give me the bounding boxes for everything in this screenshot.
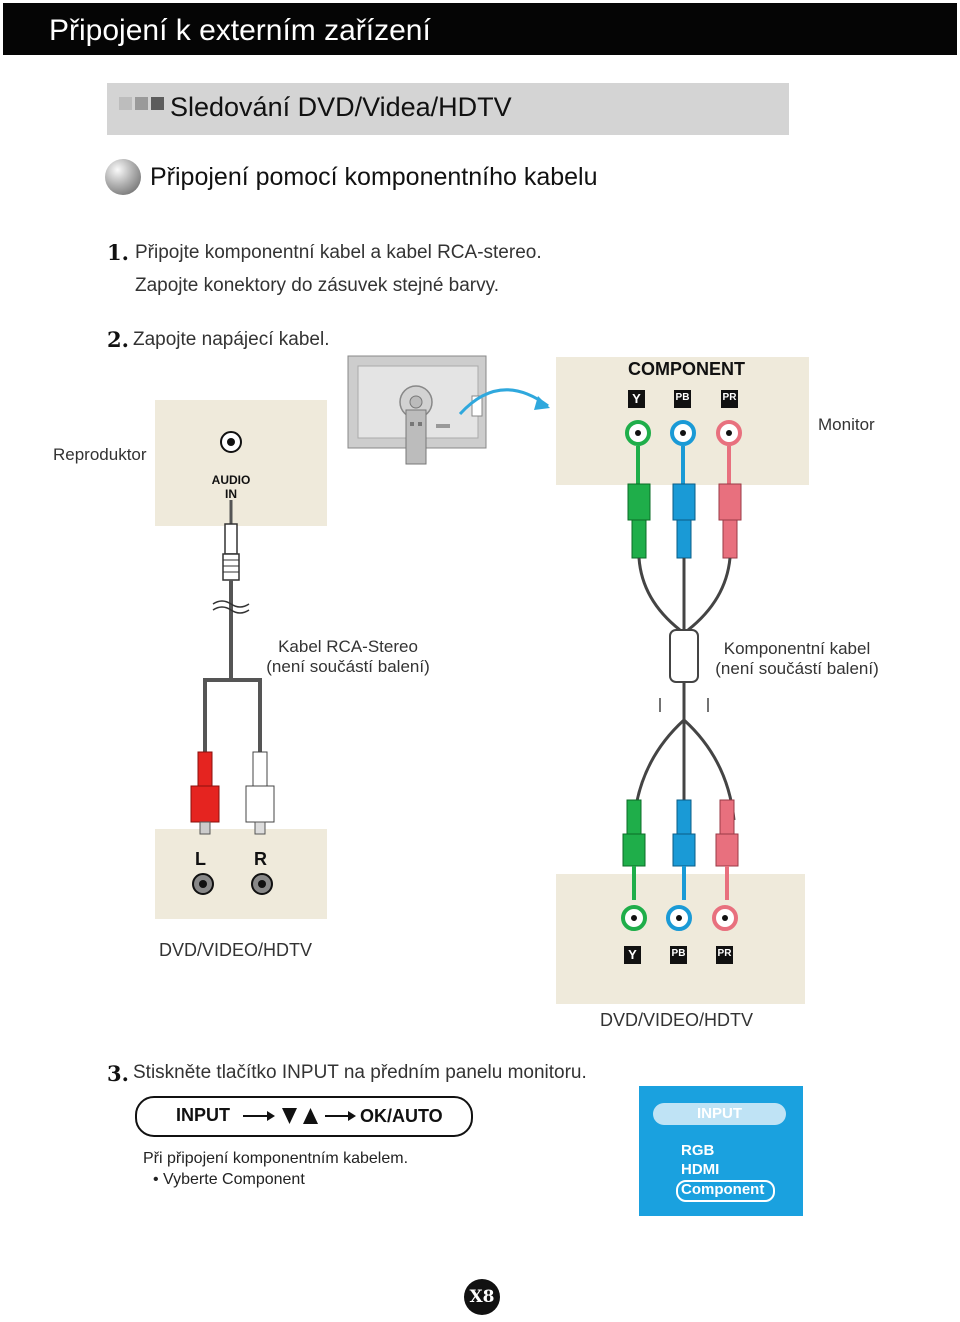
osd-input-menu: INPUT RGB HDMI Component <box>639 1086 803 1216</box>
stereo-mini-plug <box>203 500 262 755</box>
port-label-pr: PR <box>722 392 737 403</box>
rca-plug-right <box>245 751 275 835</box>
audio-jack-right <box>251 873 273 895</box>
arrow-right-icon <box>325 1111 356 1121</box>
arrow-right-icon <box>243 1111 275 1121</box>
component-plugs-lower <box>622 799 739 900</box>
section-bar: Sledování DVD/Videa/HDTV <box>107 83 789 135</box>
square-icon <box>135 97 148 110</box>
dvd-label-right: DVD/VIDEO/HDTV <box>600 1010 754 1030</box>
monitor-rear-illustration <box>347 355 550 465</box>
dvd-component-panel <box>556 874 805 1004</box>
port-label-y: Y <box>628 947 637 962</box>
port-label-pb: PB <box>675 392 690 403</box>
left-channel-label: L <box>195 849 206 869</box>
square-icon <box>119 97 132 110</box>
page-title: Připojení k externím zařízení <box>49 14 431 47</box>
rca-plug-left <box>190 751 220 835</box>
square-icon <box>151 97 164 110</box>
component-cable-label: Komponentní kabel (není součástí balení) <box>715 639 879 678</box>
note-line-1: Při připojení komponentním kabelem. <box>143 1150 409 1167</box>
rca-cable-label: Kabel RCA-Stereo (není součástí balení) <box>266 637 430 676</box>
monitor-label: Monitor <box>818 415 875 434</box>
step-number: 2. <box>107 327 129 352</box>
ok-auto-button-label: OK/AUTO <box>360 1106 443 1126</box>
osd-item-hdmi[interactable]: HDMI <box>681 1161 720 1178</box>
dvd-component-jacks <box>621 905 738 964</box>
component-label: COMPONENT <box>628 359 745 379</box>
audio-in-jack <box>220 431 242 453</box>
osd-title-pill: INPUT <box>653 1103 786 1125</box>
page-header: Připojení k externím zařízení <box>3 3 957 55</box>
monitor-component-jacks <box>625 390 742 446</box>
osd-item-component[interactable]: Component <box>681 1181 765 1198</box>
component-plugs-upper <box>627 446 742 559</box>
right-channel-label: R <box>254 849 267 869</box>
osd-title: INPUT <box>697 1105 742 1122</box>
bullet-ball-icon <box>105 159 141 195</box>
component-cable-bundle <box>632 557 736 821</box>
port-label-pr: PR <box>717 948 732 959</box>
arrows-graphic <box>243 1108 356 1124</box>
step-text: Připojte komponentní kabel a kabel RCA-s… <box>135 242 542 263</box>
down-up-triangle-icon <box>282 1108 318 1124</box>
dvd-audio-panel <box>155 829 327 919</box>
step-text: Zapojte napájecí kabel. <box>133 329 330 350</box>
audio-jack-left <box>192 873 214 895</box>
input-sequence-box: INPUT OK/AUTO <box>135 1096 473 1137</box>
section-title: Sledování DVD/Videa/HDTV <box>170 92 512 122</box>
osd-selection-highlight <box>676 1180 775 1202</box>
speaker-panel <box>155 400 327 526</box>
subsection-title: Připojení pomocí komponentního kabelu <box>150 163 598 191</box>
audio-in-label: AUDIO IN <box>211 473 251 501</box>
step-number: 3. <box>107 1061 129 1086</box>
input-button-label: INPUT <box>176 1105 230 1125</box>
step-number: 1. <box>107 240 129 265</box>
step-text: Zapojte konektory do zásuvek stejné barv… <box>135 275 500 296</box>
port-label-y: Y <box>632 391 641 406</box>
osd-item-rgb[interactable]: RGB <box>681 1142 715 1159</box>
page-number-badge: X8 <box>464 1279 500 1315</box>
port-label-pb: PB <box>671 948 686 959</box>
note-line-2: • Vyberte Component <box>153 1171 305 1188</box>
step-text: Stiskněte tlačítko INPUT na předním pane… <box>133 1062 587 1083</box>
speaker-label: Reproduktor <box>53 445 147 464</box>
dvd-label-left: DVD/VIDEO/HDTV <box>159 940 313 960</box>
page-number: X8 <box>469 1287 495 1307</box>
